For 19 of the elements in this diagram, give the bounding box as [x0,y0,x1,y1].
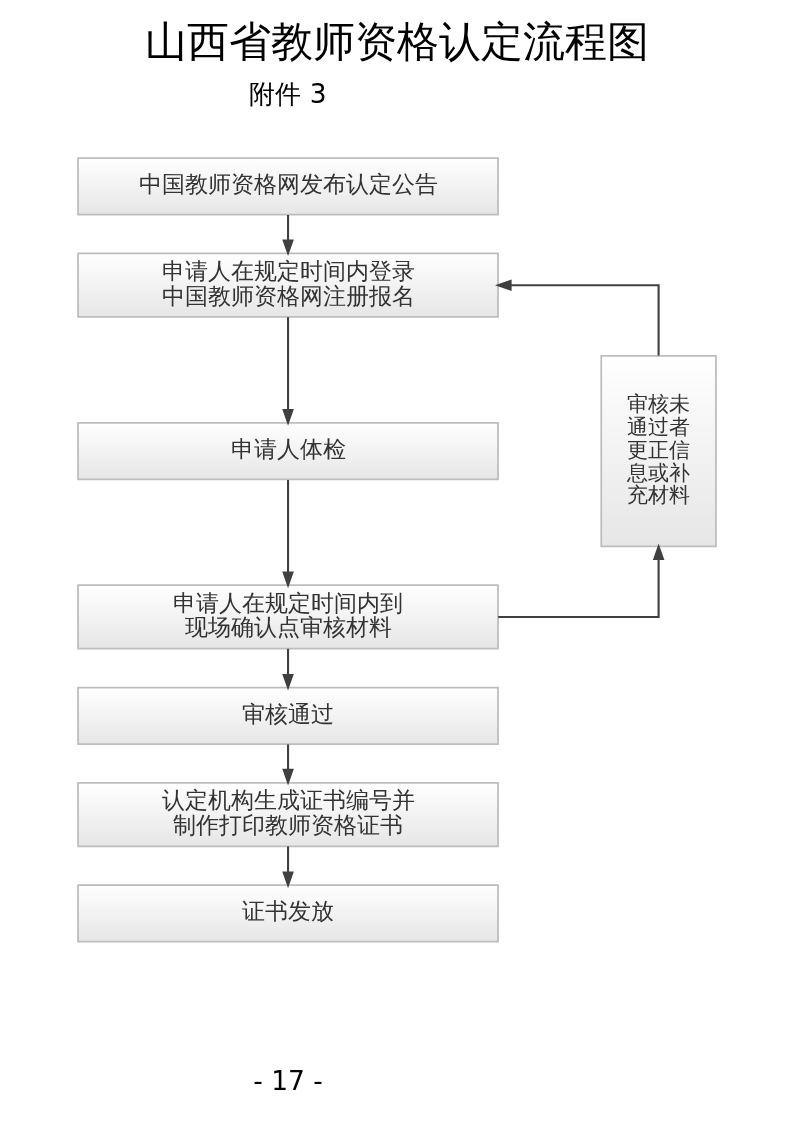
label: 附件 3 [248,78,327,110]
node-box: 申请人在规定时间内到现场确认点审核材料 [76,584,499,650]
node-box: 审核未通过者更正信息或补充材料 [599,354,717,548]
node-box: 认定机构生成证书编号并制作打印教师资格证书 [76,781,499,848]
arrow [281,317,294,426]
diagram-title: 山西省教师资格认定流程图 [144,17,649,67]
arrow [281,846,294,889]
arrow [494,279,660,356]
node-box: 申请人体检 [76,422,499,481]
arrow [281,648,294,691]
arrow [281,215,294,257]
arrow [497,543,664,619]
arrow [281,480,294,589]
node-box: 中国教师资格网发布认定公告 [76,157,499,216]
node-box: 申请人在规定时间内登录中国教师资格网注册报名 [76,252,499,318]
node-box: 证书发放 [76,884,499,943]
arrow [281,744,294,786]
node-box: 审核通过 [76,686,499,745]
label: - 17 - [252,1064,323,1096]
